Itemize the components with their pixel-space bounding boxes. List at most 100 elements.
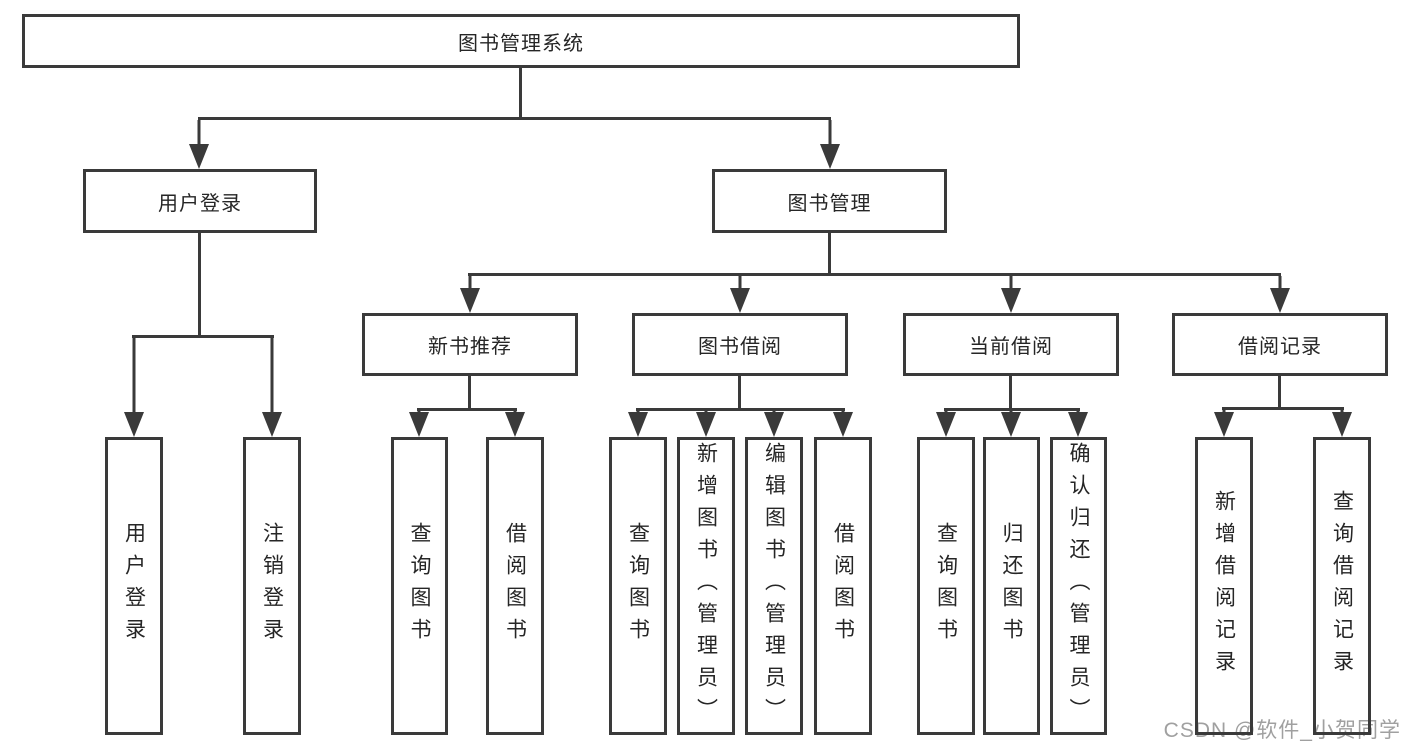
leaf-edit-book: 编辑图书（管理员） — [745, 437, 803, 735]
connector-borrow-record-stem — [1278, 374, 1281, 410]
leaf-borrow-book-rec: 借阅图书 — [486, 437, 544, 735]
arrow-down-icon — [460, 288, 480, 313]
csdn-watermark: CSDN @软件_小贺同学 — [1163, 719, 1401, 742]
leaf-return-book: 归还图书 — [983, 437, 1040, 735]
arrow-down-icon — [730, 288, 750, 313]
leaf-query-book-rec-label: 查询图书 — [408, 522, 431, 650]
arrow-shaft — [132, 338, 136, 414]
connector-arrow-leaf-logout — [262, 338, 282, 437]
node-root: 图书管理系统 — [22, 14, 1020, 68]
connector-arrow-query-book-current — [936, 411, 956, 437]
arrow-down-icon — [505, 412, 525, 437]
arrow-down-icon — [833, 412, 853, 437]
leaf-query-book-borrow-label: 查询图书 — [626, 522, 650, 650]
leaf-add-record-label: 新增借阅记录 — [1212, 490, 1236, 682]
leaf-query-book-current: 查询图书 — [917, 437, 975, 735]
connector-arrow-leaf-user-login — [124, 338, 144, 437]
connector-arrow-add-record — [1214, 410, 1234, 437]
leaf-borrow-book: 借阅图书 — [814, 437, 872, 735]
arrow-shaft — [1278, 276, 1282, 290]
arrow-shaft — [270, 338, 274, 414]
leaf-query-book-borrow: 查询图书 — [609, 437, 667, 735]
connector-arrow-borrow-book — [833, 411, 853, 437]
leaf-user-login: 用户登录 — [105, 437, 163, 735]
node-book-borrow: 图书借阅 — [632, 313, 848, 376]
arrow-shaft — [468, 276, 472, 290]
connector-arrow-user-login — [189, 120, 209, 169]
leaf-borrow-book-label: 借阅图书 — [831, 522, 855, 650]
arrow-shaft — [738, 276, 742, 290]
arrow-down-icon — [262, 412, 282, 437]
connector-new-book-rec-stem — [468, 374, 471, 411]
arrow-down-icon — [764, 412, 784, 437]
connector-current-borrow-stem — [1009, 374, 1012, 411]
arrow-down-icon — [1001, 412, 1021, 437]
leaf-confirm-return: 确认归还（管理员） — [1050, 437, 1107, 735]
leaf-logout: 注销登录 — [243, 437, 301, 735]
arrow-down-icon — [1068, 412, 1088, 437]
connector-new-book-rec-split — [417, 408, 517, 411]
connector-root-stem — [519, 68, 522, 120]
connector-arrow-current-borrow — [1001, 276, 1021, 313]
connector-arrow-query-record — [1332, 410, 1352, 437]
leaf-query-book-rec: 查询图书 — [391, 437, 448, 735]
arrow-down-icon — [1332, 412, 1352, 437]
node-user-login-label: 用户登录 — [158, 192, 242, 215]
arrow-down-icon — [409, 412, 429, 437]
connector-book-borrow-stem — [738, 374, 741, 411]
arrow-shaft — [197, 120, 201, 146]
connector-arrow-book-mgmt — [820, 120, 840, 169]
arrow-down-icon — [820, 144, 840, 169]
node-borrow-record-label: 借阅记录 — [1238, 336, 1322, 358]
leaf-logout-label: 注销登录 — [260, 522, 284, 650]
arrow-down-icon — [628, 412, 648, 437]
connector-arrow-book-borrow — [730, 276, 750, 313]
leaf-add-book-label: 新增图书（管理员） — [694, 442, 718, 730]
connector-book-mgmt-split — [468, 273, 1281, 276]
node-current-borrow-label: 当前借阅 — [969, 336, 1053, 358]
node-book-borrow-label: 图书借阅 — [698, 336, 782, 358]
leaf-edit-book-label: 编辑图书（管理员） — [762, 442, 786, 730]
leaf-user-login-label: 用户登录 — [122, 522, 146, 650]
leaf-add-book: 新增图书（管理员） — [677, 437, 735, 735]
connector-book-borrow-split — [636, 408, 845, 411]
connector-arrow-borrow-record — [1270, 276, 1290, 313]
node-current-borrow: 当前借阅 — [903, 313, 1119, 376]
connector-arrow-new-book-rec — [460, 276, 480, 313]
leaf-query-book-current-label: 查询图书 — [934, 522, 958, 650]
node-root-label: 图书管理系统 — [458, 32, 584, 55]
connector-user-login-split — [132, 335, 274, 338]
node-user-login: 用户登录 — [83, 169, 317, 233]
arrow-down-icon — [1214, 412, 1234, 437]
node-book-mgmt: 图书管理 — [712, 169, 947, 233]
connector-arrow-query-book-rec — [409, 411, 429, 437]
connector-borrow-record-split — [1222, 407, 1344, 410]
connector-arrow-add-book — [696, 411, 716, 437]
leaf-query-record: 查询借阅记录 — [1313, 437, 1371, 735]
connector-arrow-edit-book — [764, 411, 784, 437]
connector-arrow-borrow-book-rec — [505, 411, 525, 437]
connector-root-split — [198, 117, 831, 120]
node-new-book-rec-label: 新书推荐 — [428, 336, 512, 358]
connector-user-login-stem — [198, 231, 201, 338]
connector-arrow-confirm-return — [1068, 411, 1088, 437]
node-borrow-record: 借阅记录 — [1172, 313, 1388, 376]
arrow-down-icon — [696, 412, 716, 437]
arrow-down-icon — [189, 144, 209, 169]
arrow-shaft — [828, 120, 832, 146]
arrow-down-icon — [936, 412, 956, 437]
arrow-down-icon — [1270, 288, 1290, 313]
connector-arrow-query-book-borrow — [628, 411, 648, 437]
leaf-confirm-return-label: 确认归还（管理员） — [1067, 442, 1090, 730]
leaf-query-record-label: 查询借阅记录 — [1330, 490, 1354, 682]
node-new-book-rec: 新书推荐 — [362, 313, 578, 376]
connector-current-borrow-split — [944, 408, 1080, 411]
arrow-down-icon — [1001, 288, 1021, 313]
arrow-shaft — [1009, 276, 1013, 290]
leaf-return-book-label: 归还图书 — [1000, 522, 1023, 650]
connector-arrow-return-book — [1001, 411, 1021, 437]
leaf-add-record: 新增借阅记录 — [1195, 437, 1253, 735]
connector-book-mgmt-stem — [828, 231, 831, 276]
node-book-mgmt-label: 图书管理 — [787, 192, 872, 215]
